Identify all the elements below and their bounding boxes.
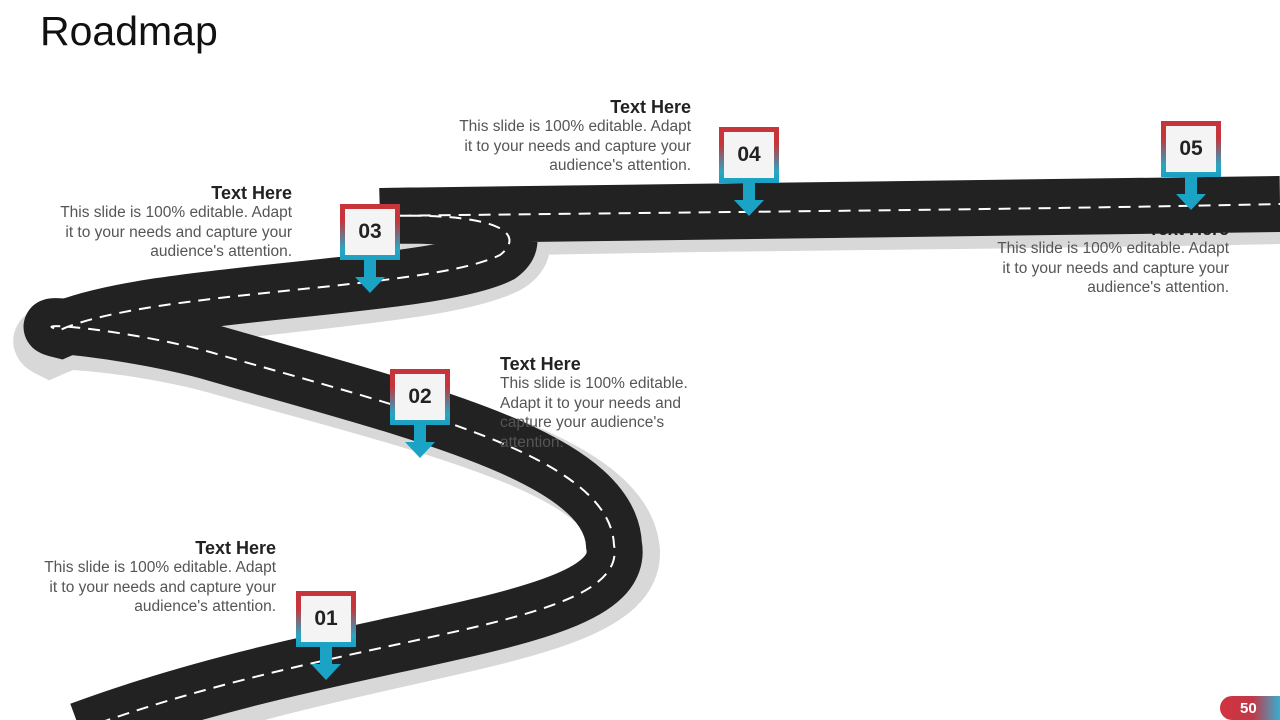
milestone-heading: Text Here: [195, 538, 276, 558]
milestone-description: This slide is 100% editable. Adapt it to…: [44, 559, 276, 615]
milestone-heading: Text Here: [610, 97, 691, 117]
slide-title: Roadmap: [40, 8, 218, 54]
page-number-badge: 50: [1220, 696, 1280, 720]
milestone-description: This slide is 100% editable. Adapt it to…: [500, 375, 688, 451]
milestone-marker-01: 01: [296, 591, 356, 680]
milestone-description: This slide is 100% editable. Adapt it to…: [997, 240, 1229, 296]
pin-arrow-icon: [1176, 176, 1206, 210]
road-center-line: [50, 203, 1280, 720]
milestone-marker-04: 04: [719, 127, 779, 216]
milestone-number: 05: [1166, 126, 1216, 172]
milestone-number: 01: [301, 596, 351, 642]
milestone-number: 02: [395, 374, 445, 420]
milestone-marker-03: 03: [340, 204, 400, 293]
milestone-text-04: Text Here This slide is 100% editable. A…: [451, 97, 691, 176]
milestone-heading: Text Here: [500, 354, 581, 374]
pin-arrow-icon: [734, 182, 764, 216]
milestone-marker-05: 05: [1161, 121, 1221, 210]
milestone-number: 04: [724, 132, 774, 178]
milestone-heading: Text Here: [211, 183, 292, 203]
milestone-text-05: Text Here This slide is 100% editable. A…: [989, 219, 1229, 298]
milestone-text-02: Text Here This slide is 100% editable. A…: [500, 354, 700, 452]
milestone-heading: Text Here: [1148, 219, 1229, 239]
pin-arrow-icon: [405, 424, 435, 458]
milestone-description: This slide is 100% editable. Adapt it to…: [459, 118, 691, 174]
pin-arrow-icon: [311, 646, 341, 680]
milestone-text-01: Text Here This slide is 100% editable. A…: [36, 538, 276, 617]
milestone-marker-02: 02: [390, 369, 450, 458]
milestone-text-03: Text Here This slide is 100% editable. A…: [52, 183, 292, 262]
milestone-description: This slide is 100% editable. Adapt it to…: [60, 204, 292, 260]
pin-arrow-icon: [355, 259, 385, 293]
milestone-number: 03: [345, 209, 395, 255]
